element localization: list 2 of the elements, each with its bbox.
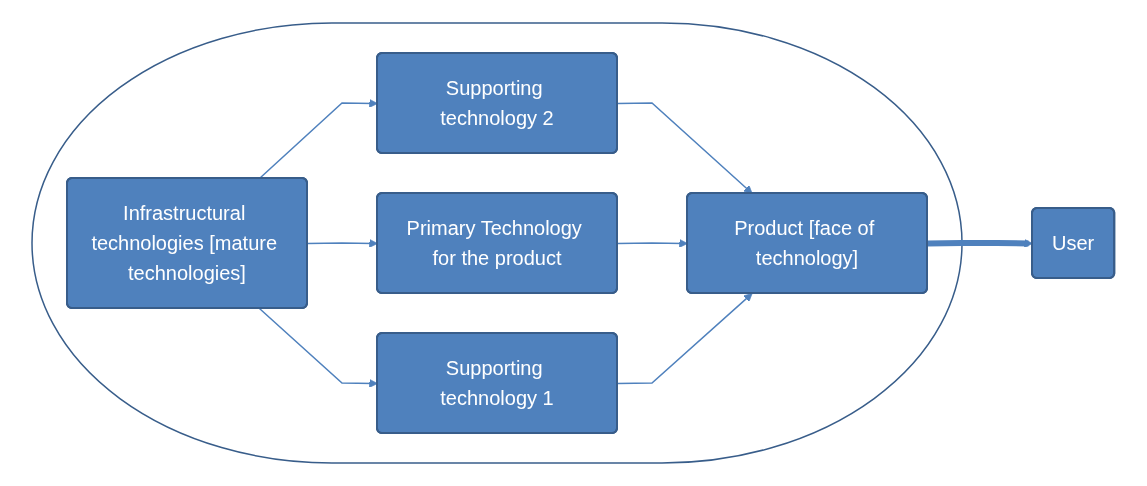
arrow [617, 293, 753, 385]
arrow [617, 102, 753, 194]
